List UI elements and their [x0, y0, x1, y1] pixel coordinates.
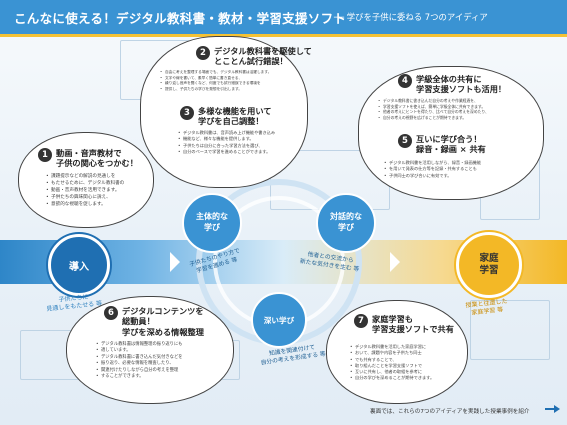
idea-7-number: 7	[354, 314, 368, 328]
bullet: することができます。	[96, 374, 183, 381]
right-arrow-icon	[390, 252, 400, 272]
bullet: もたせるために、デジタル教科書の	[46, 181, 124, 188]
intro-circle: 導入	[48, 234, 110, 296]
idea-4-title-line: 学習支援ソフトも活用！	[416, 84, 507, 95]
idea-5-title-line: 録音・録画 × 共有	[416, 144, 486, 155]
idea-4-title-line: 学級全体の共有に	[416, 74, 482, 84]
bullet: 振り返り、必要な情報を精査したり、	[96, 361, 183, 368]
proactive-learning-circle: 主体的な 学び	[182, 193, 242, 253]
idea-6-title-line: デジタルコンテンツを	[122, 306, 204, 316]
footer-note: 裏面では、これらの7つのアイディアを実践した授業事例を紹介	[370, 409, 530, 415]
home-study-label: 家庭 学習	[479, 252, 499, 276]
bullet: 自分の学びを深めることが期待できます。	[350, 375, 434, 382]
bullet: 関連付けたりしながら自分の考えを整理	[96, 368, 183, 375]
bullet: 繰り返し音声を聞くなど、何度でも試行錯誤できる環境を	[160, 81, 271, 87]
page-subtitle: ── 学びを子供に委ねる 7つのアイディア	[334, 12, 488, 22]
idea-3-heading: 3 多様な機能を用いて 学びを自己調整！	[180, 106, 271, 127]
dialogue-learning-label: 対話的な 学び	[330, 212, 362, 232]
idea-bubble-2-3	[140, 36, 308, 188]
idea-7-title-line: 家庭学習も	[372, 314, 413, 324]
bullet: 動画・音声教材を活用できます。	[46, 188, 124, 195]
bullet: 適しています。	[96, 348, 183, 355]
proactive-learning-label: 主体的な 学び	[196, 212, 228, 232]
idea-6-heading: 6 デジタルコンテンツを 総動員！ 学びを深める情報整理	[104, 306, 204, 337]
bullet: デジタル教科書を活用した家庭学習に	[350, 344, 434, 351]
idea-3-bullets: デジタル教科書は、音声読み上げ機能や書き込み 機能など、様々な機能を提供します。…	[178, 130, 275, 155]
idea-2-bullets: 自由に考えを整理する場面でも、デジタル教科書は活躍します。 文字や線を書いて、素…	[160, 70, 271, 92]
idea-1-bullets: 課題提示などの解説の見通しを もたせるために、デジタル教科書の 動画・音声教材を…	[46, 174, 124, 208]
idea-3-title-line: 学びを自己調整！	[198, 116, 264, 127]
home-study-circle: 家庭 学習	[456, 232, 522, 298]
idea-4-bullets: デジタル教科書に書き込んだ自分の考えや作業経過を、 学習支援ソフトを使えば、簡単…	[378, 98, 489, 121]
bullet: デジタル教科書に書き込んだ自分の考えや作業経過を、	[378, 98, 489, 104]
intro-label: 導入	[69, 261, 89, 273]
idea-1-title-line: 子供の関心をつかむ！	[56, 158, 138, 169]
bullet: おいて、課題や内容を子供たち同士	[350, 350, 434, 357]
idea-3-title-line: 多様な機能を用いて	[198, 106, 272, 116]
bullet: 互いに共有し、他者の取組を参考に	[350, 369, 434, 376]
idea-2-number: 2	[196, 46, 210, 60]
bullet: デジタル教科書に書き込んだ気付きなどを	[96, 355, 183, 362]
idea-7-title-line: 学習支援ソフトで共有	[372, 324, 454, 335]
page-title: こんなに使える！デジタル教科書・教材・学習支援ソフト	[14, 11, 347, 26]
idea-5-title-line: 互いに学び合う！	[416, 134, 482, 144]
deep-learning-circle: 深い学び	[251, 292, 307, 348]
bullet: デジタル教科書は、音声読み上げ機能や書き込み	[178, 130, 275, 137]
idea-5-heading: 5 互いに学び合う！ 録音・録画 × 共有	[398, 134, 486, 155]
idea-3-number: 3	[180, 106, 194, 120]
bullet: 自分の考えの視野を広げることが期待できます。	[378, 115, 489, 121]
bullet: 文字や線を書いて、素早く簡単に書き直せる、	[160, 76, 271, 82]
bullet: 取り組んだことを学習支援ソフトで	[350, 363, 434, 370]
bullet: 他者の考えにヒントを得たり、比べて自分の考えを深めたり、	[378, 109, 489, 115]
bullet: 子供たちの興味関心に訴え、	[46, 195, 124, 202]
idea-4-heading: 4 学級全体の共有に 学習支援ソフトも活用！	[398, 74, 506, 95]
idea-2-heading: 2 デジタル教科書を駆使して とことん試行錯誤！	[196, 46, 312, 67]
idea-7-bullets: デジタル教科書を活用した家庭学習に おいて、課題や内容を子供たち同士 でも共有す…	[350, 344, 434, 382]
background-table	[470, 300, 550, 360]
idea-5-bullets: デジタル教科書を活用しながら、録音・録画機能 を用いて発表の仕方等を記録・共有す…	[384, 160, 481, 179]
bullet: 自由に考えを整理する場面でも、デジタル教科書は活躍します。	[160, 70, 271, 76]
bullet: 学習支援ソフトを使えば、簡単に学級全体に共有できます。	[378, 104, 489, 110]
bullet: 自分のペースで学習を進めることができます。	[178, 149, 275, 156]
idea-1-heading: 1 動画・音声教材で 子供の関心をつかむ！	[38, 148, 138, 169]
idea-6-title-line: 総動員！	[122, 316, 155, 327]
bullet: 子供たちは自分に合った学習方法を選び、	[178, 143, 275, 150]
pointing-hand-icon	[545, 405, 560, 413]
idea-2-title-line: とことん試行錯誤！	[214, 56, 288, 67]
bullet: デジタル教科書を活用しながら、録音・録画機能	[384, 160, 481, 167]
header-bar: こんなに使える！デジタル教科書・教材・学習支援ソフト ── 学びを子供に委ねる …	[0, 0, 567, 37]
idea-4-number: 4	[398, 74, 412, 88]
bullet: を用いて発表の仕方等を記録・共有することも	[384, 166, 481, 173]
bullet: でも共有することで、	[350, 357, 434, 364]
idea-5-number: 5	[398, 134, 412, 148]
dialogue-learning-circle: 対話的な 学び	[316, 193, 376, 253]
idea-2-title-line: デジタル教科書を駆使して	[214, 46, 312, 56]
bullet: 課題提示などの解説の見通しを	[46, 174, 124, 181]
idea-6-bullets: デジタル教科書は情報整理の振り返りにも 適しています。 デジタル教科書に書き込ん…	[96, 342, 183, 381]
deep-learning-label: 深い学び	[263, 315, 295, 325]
bullet: 意欲的な視聴を促します。	[46, 202, 124, 209]
bullet: 機能など、様々な機能を提供します。	[178, 136, 275, 143]
idea-6-title-line: 学びを深める情報整理	[122, 326, 204, 337]
bullet: デジタル教科書は情報整理の振り返りにも	[96, 342, 183, 349]
idea-6-number: 6	[104, 306, 118, 320]
idea-7-heading: 7 家庭学習も 学習支援ソフトで共有	[354, 314, 454, 335]
left-arrow-icon	[170, 252, 180, 272]
idea-1-number: 1	[38, 148, 52, 162]
idea-1-title-line: 動画・音声教材で	[56, 148, 122, 158]
bullet: 提供し、子供たちの学びを発想を引出します。	[160, 87, 271, 93]
bullet: 子供同士の学び合いに有効です。	[384, 173, 481, 180]
